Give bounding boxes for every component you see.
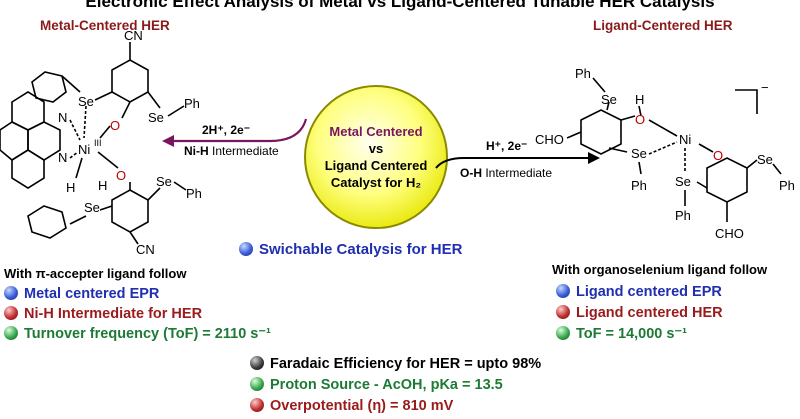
se-atom-r2: Se <box>631 146 647 161</box>
se-atom-r1: Se <box>601 92 617 107</box>
aryl-ring-upper <box>111 59 149 103</box>
o-atom-r1: O <box>635 112 645 127</box>
o-atom-r2: O <box>713 148 723 163</box>
black-ball-icon <box>250 356 264 370</box>
ph-label-2: Ph <box>184 96 200 111</box>
switchable-text: Swichable Catalysis for HER <box>259 241 463 258</box>
blue-ball-icon <box>4 286 18 300</box>
left-bullet-2-text: Ni-H Intermediate for HER <box>24 306 203 322</box>
left-bullet-1: Metal centered EPR <box>4 286 159 302</box>
right-bullet-1: Ligand centered EPR <box>556 284 722 300</box>
ni-atom-right: Ni <box>679 132 691 147</box>
left-bullet-3-text: Turnover frequency (ToF) = 2110 s⁻¹ <box>24 326 271 342</box>
blue-ball-icon <box>239 242 253 256</box>
cho-group-bottom: CHO <box>715 226 744 241</box>
right-arrow-intermediate-rest: Intermediate <box>485 166 553 180</box>
aryl-ring-r-lower <box>706 157 748 203</box>
phen-ring-2 <box>0 121 29 161</box>
red-ball-icon <box>250 398 264 412</box>
center-line-3: Ligand Centered <box>324 158 428 173</box>
right-bullet-3-text: ToF = 14,000 s⁻¹ <box>576 326 687 342</box>
bottom-bullet-2: Proton Source - AcOH, pKa = 13.5 <box>250 377 503 393</box>
aryl-ring-r-upper <box>580 109 622 155</box>
ni-oxidation-state: III <box>94 138 102 148</box>
right-heading: With organoselenium ligand follow <box>552 262 768 277</box>
charge-sign: − <box>761 80 769 95</box>
green-ball-icon <box>556 326 570 340</box>
left-bullet-2: Ni-H Intermediate for HER <box>4 306 202 322</box>
phenyl-ring-top <box>31 71 67 103</box>
cn-group-bottom: CN <box>136 242 155 257</box>
ni-atom-left: Ni <box>78 142 90 157</box>
aryl-ring-lower <box>111 189 149 233</box>
ph-label-3: Ph <box>186 186 202 201</box>
cho-group-top: CHO <box>535 132 564 147</box>
right-arrow-reagent: H⁺, 2e⁻ <box>486 139 528 153</box>
h-atom-r: H <box>635 92 644 107</box>
right-bullet-2: Ligand centered HER <box>556 305 723 321</box>
n-atom-1: N <box>58 110 67 125</box>
center-line-4: Catalyst for H₂ <box>330 175 422 190</box>
right-reaction-arrow <box>435 152 600 169</box>
ph-label-r4: Ph <box>779 178 795 193</box>
right-bullet-3: ToF = 14,000 s⁻¹ <box>556 326 687 342</box>
bottom-bullet-3: Overpotential (η) = 810 mV <box>250 398 453 414</box>
se-atom-3: Se <box>156 174 172 189</box>
left-bullet-1-text: Metal centered EPR <box>24 286 160 302</box>
right-arrow-intermediate-bold: O-H <box>460 166 482 180</box>
cn-group-top: CN <box>124 28 143 43</box>
left-reaction-arrow <box>162 118 308 147</box>
center-line-2: vs <box>368 141 384 156</box>
left-panel-title: Metal-Centered HER <box>40 18 170 33</box>
right-arrow-intermediate: O-H Intermediate <box>460 166 552 180</box>
right-ligand-complex-structure: Ph Se H O CHO Se Ph Ni O Se Ph Se Ph CHO… <box>535 66 795 241</box>
ph-label-r1: Ph <box>575 66 591 81</box>
se-atom-r3: Se <box>675 174 691 189</box>
right-bullet-2-text: Ligand centered HER <box>576 305 723 321</box>
h-atom-ni: H <box>66 180 75 195</box>
ph-label-r2: Ph <box>631 178 647 193</box>
red-ball-icon <box>4 306 18 320</box>
green-ball-icon <box>4 326 18 340</box>
left-arrow-reagent: 2H⁺, 2e⁻ <box>202 123 251 137</box>
left-arrow-intermediate: Ni-H Intermediate <box>184 144 279 158</box>
red-ball-icon <box>556 305 570 319</box>
ph-label-r3: Ph <box>675 208 691 223</box>
center-catalyst-circle: Metal Centered vs Ligand Centered Cataly… <box>304 85 448 229</box>
green-ball-icon <box>250 377 264 391</box>
right-bullet-1-text: Ligand centered EPR <box>576 284 722 300</box>
left-bullet-3: Turnover frequency (ToF) = 2110 s⁻¹ <box>4 326 271 342</box>
charge-bracket <box>735 89 758 114</box>
phen-ring-3 <box>27 121 61 161</box>
blue-ball-icon <box>556 284 570 298</box>
o-atom-2: O <box>116 168 126 183</box>
o-atom-1: O <box>110 118 120 133</box>
right-panel-title: Ligand-Centered HER <box>593 18 733 33</box>
figure-title: Electronic Effect Analysis of Metal vs L… <box>85 0 715 11</box>
switchable-catalysis: Swichable Catalysis for HER <box>239 241 462 258</box>
left-heading: With π-accepter ligand follow <box>4 266 187 281</box>
se-atom-2: Se <box>148 110 164 125</box>
bottom-bullet-2-text: Proton Source - AcOH, pKa = 13.5 <box>270 377 503 393</box>
h-atom-oh: H <box>98 178 107 193</box>
center-line-1: Metal Centered <box>329 124 423 139</box>
se-atom-4: Se <box>84 200 100 215</box>
bottom-bullet-1-text: Faradaic Efficiency for HER = upto 98% <box>270 356 542 372</box>
left-arrow-intermediate-bold: Ni-H <box>184 144 209 158</box>
left-metal-complex-structure: Se CN Se Ph O N N Ni III H O H Se Ph Se … <box>0 28 202 257</box>
phenyl-ring-bottom <box>27 205 67 239</box>
bottom-bullet-1: Faradaic Efficiency for HER = upto 98% <box>250 356 541 372</box>
bottom-bullet-3-text: Overpotential (η) = 810 mV <box>270 398 454 414</box>
se-atom-1: Se <box>78 94 94 109</box>
phen-ring-4 <box>11 149 45 189</box>
left-arrow-intermediate-rest: Intermediate <box>212 144 279 158</box>
n-atom-2: N <box>58 150 67 165</box>
se-atom-r4: Se <box>757 152 773 167</box>
